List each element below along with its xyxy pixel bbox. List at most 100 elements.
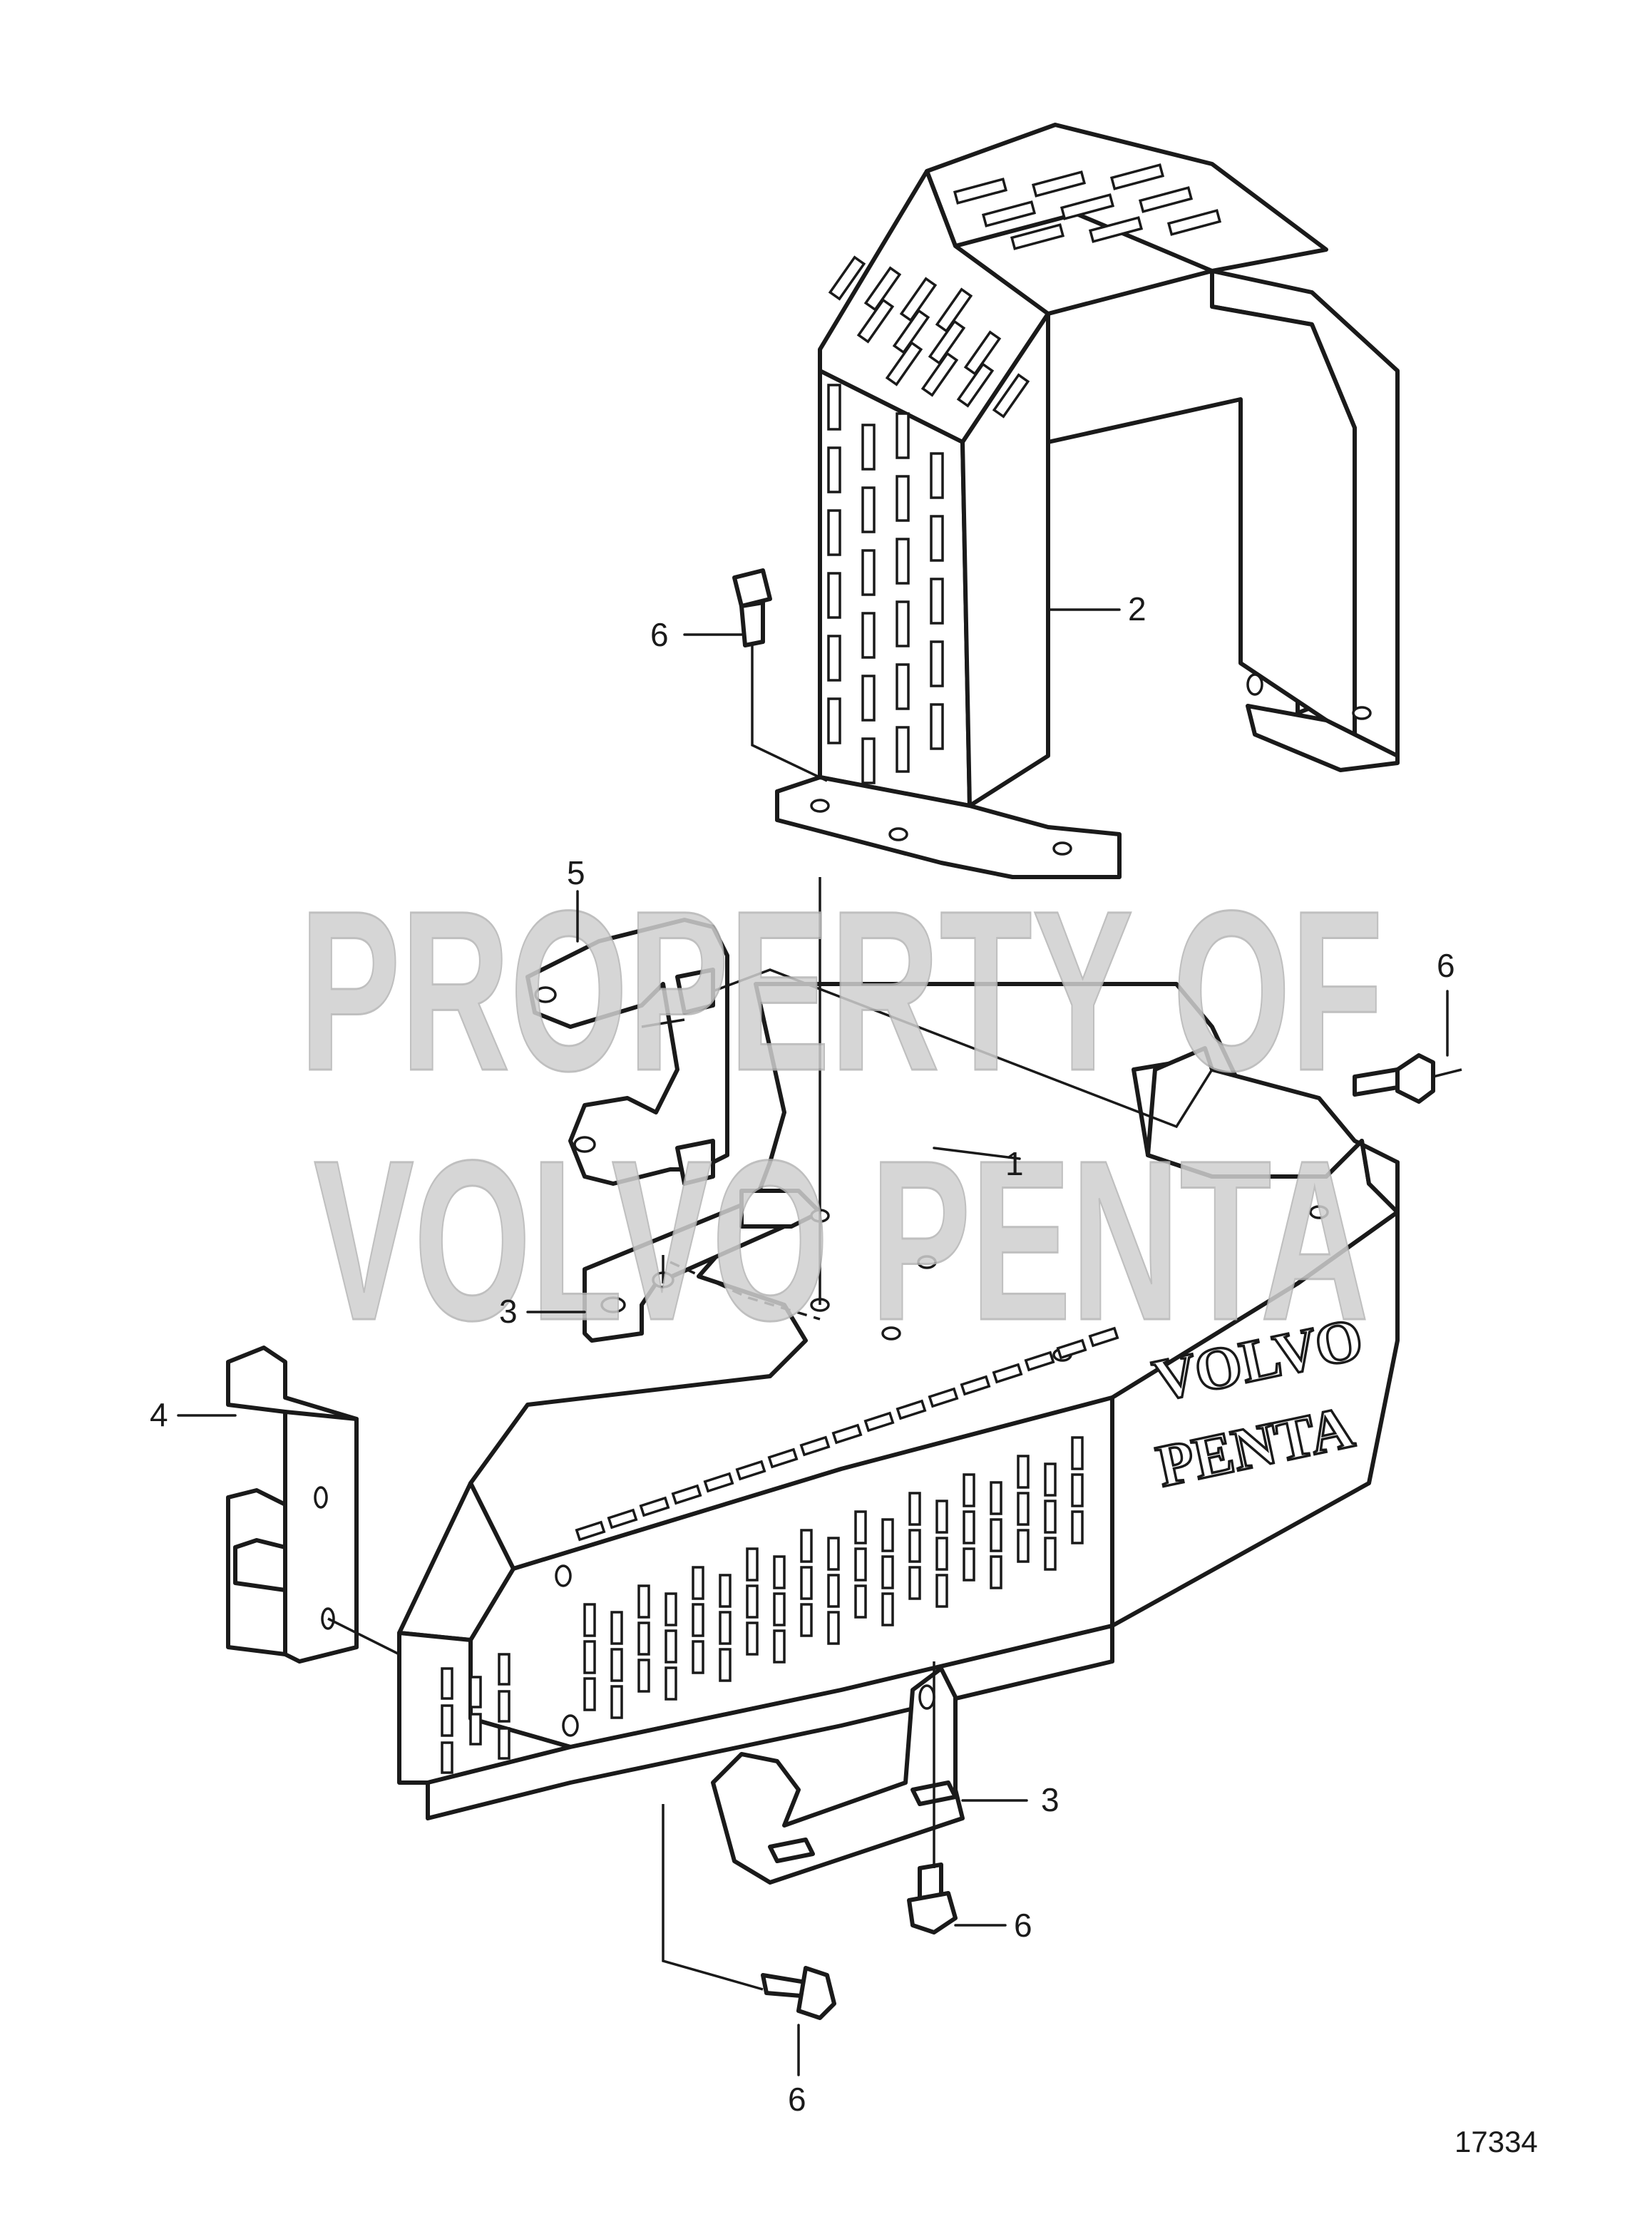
- callout-4: 4: [150, 1396, 168, 1433]
- perforation-slot: [767, 1447, 799, 1469]
- perforation-slot: [1031, 170, 1087, 198]
- watermark: PROPERTY OF VOLVO PENTA: [299, 862, 1385, 1369]
- perforation-slot: [854, 1510, 867, 1544]
- perforation-slot: [719, 1648, 732, 1682]
- perforation-slot: [1044, 1500, 1057, 1534]
- perforation-slot: [665, 1629, 677, 1664]
- perforation-slot: [746, 1621, 759, 1656]
- perforation-slot: [800, 1529, 813, 1563]
- perforation-slot: [692, 1640, 704, 1674]
- callout-5: 5: [567, 854, 585, 891]
- perforation-slot: [1017, 1529, 1030, 1563]
- perforation-slot: [827, 509, 841, 556]
- perforation-slot: [773, 1592, 786, 1626]
- perforation-slot: [885, 341, 923, 386]
- perforation-slot: [800, 1566, 813, 1600]
- perforation-slot: [881, 1518, 894, 1552]
- perforation-slot: [854, 1547, 867, 1582]
- perforation-slot: [1017, 1492, 1030, 1526]
- perforation-slot: [827, 1574, 840, 1608]
- callout-6-lower-center: 6: [1014, 1907, 1032, 1944]
- perforation-slot: [861, 486, 876, 533]
- callout-2: 2: [1128, 590, 1146, 627]
- perforation-slot: [896, 1399, 927, 1420]
- assembly-lines: [327, 645, 1462, 1991]
- perforation-slot: [861, 612, 876, 659]
- bracket-part-4: [226, 1346, 359, 1664]
- base-guard-part-1: VOLVO PENTA: [397, 982, 1400, 1820]
- callout-6-bottom: 6: [788, 2081, 806, 2118]
- figure-number: 17334: [1455, 2125, 1538, 2158]
- perforation-slot: [773, 1555, 786, 1589]
- bracket-part-5: [525, 918, 729, 1186]
- perforation-slot: [896, 538, 910, 585]
- perforation-slot: [692, 1566, 704, 1600]
- perforation-slot: [854, 1584, 867, 1619]
- perforation-slot: [1088, 216, 1144, 243]
- perforation-slot: [896, 412, 910, 459]
- perforation-slot: [583, 1603, 596, 1637]
- perforation-slot: [1024, 1351, 1055, 1372]
- perforation-slot: [1010, 223, 1065, 250]
- perforation-slot: [920, 352, 959, 397]
- perforation-slot: [1109, 163, 1165, 190]
- perforation-slot: [896, 726, 910, 773]
- perforation-slot: [928, 1387, 959, 1408]
- perforation-slot: [981, 200, 1037, 227]
- perforation-slot: [610, 1685, 623, 1719]
- callout-3-lower: 3: [1041, 1781, 1060, 1818]
- perforation-slot: [930, 703, 944, 750]
- perforation-slot: [861, 737, 876, 784]
- perforation-slot: [719, 1574, 732, 1608]
- perforation-slot: [469, 1676, 482, 1708]
- perforation-slot: [935, 1574, 948, 1608]
- perforation-slot: [861, 549, 876, 596]
- watermark-line1: PROPERTY OF: [299, 863, 1383, 1118]
- perforation-slot: [881, 1592, 894, 1626]
- callout-1: 1: [1005, 1145, 1024, 1182]
- perforation-slot: [856, 298, 895, 344]
- perforation-slot: [665, 1666, 677, 1701]
- perforation-slot: [735, 1460, 766, 1481]
- bolt-part-6-lower-center: [907, 1862, 958, 1935]
- perforation-slot: [719, 1611, 732, 1645]
- bracket-part-3-upper: [583, 1189, 830, 1343]
- perforation-slot: [746, 1547, 759, 1582]
- perforation-slot: [863, 1411, 895, 1433]
- perforation-slot: [637, 1621, 650, 1656]
- perforation-slot: [827, 1611, 840, 1645]
- perforation-slot: [639, 1496, 670, 1517]
- perforation-slot: [827, 697, 841, 744]
- perforation-slot: [610, 1611, 623, 1645]
- perforation-slot: [1044, 1462, 1057, 1497]
- perforation-slot: [827, 446, 841, 493]
- perforation-slot: [1088, 1326, 1119, 1348]
- perforation-slot: [930, 578, 944, 625]
- perforation-slot: [1017, 1455, 1030, 1489]
- perforation-slot: [441, 1704, 453, 1737]
- perforation-slot: [1071, 1436, 1084, 1470]
- callout-6-right: 6: [1437, 947, 1455, 984]
- perforation-slot: [992, 1363, 1023, 1384]
- perforation-slot: [861, 424, 876, 471]
- perforation-slot: [990, 1518, 1002, 1552]
- perforation-slot: [935, 287, 973, 333]
- perforation-slot: [583, 1677, 596, 1711]
- perforation-slot: [607, 1508, 638, 1529]
- perforation-slot: [953, 178, 1008, 205]
- perforation-slot: [827, 635, 841, 682]
- perforation-slot: [799, 1435, 831, 1457]
- perforation-slot: [992, 373, 1030, 419]
- perforation-slot: [963, 330, 1002, 376]
- perforation-slot: [828, 255, 866, 301]
- perforation-slot: [990, 1481, 1002, 1515]
- perforation-slot: [498, 1653, 511, 1686]
- bracket-part-3-lower: [711, 1666, 965, 1885]
- watermark-line2: VOLVO PENTA: [314, 1112, 1369, 1368]
- perforation-slot: [1071, 1510, 1084, 1544]
- perforation-slot: [930, 515, 944, 562]
- perforation-slot: [960, 1375, 991, 1396]
- perforation-slot: [441, 1667, 453, 1700]
- perforation-slot: [963, 1510, 975, 1544]
- perforation-slot: [908, 1529, 921, 1563]
